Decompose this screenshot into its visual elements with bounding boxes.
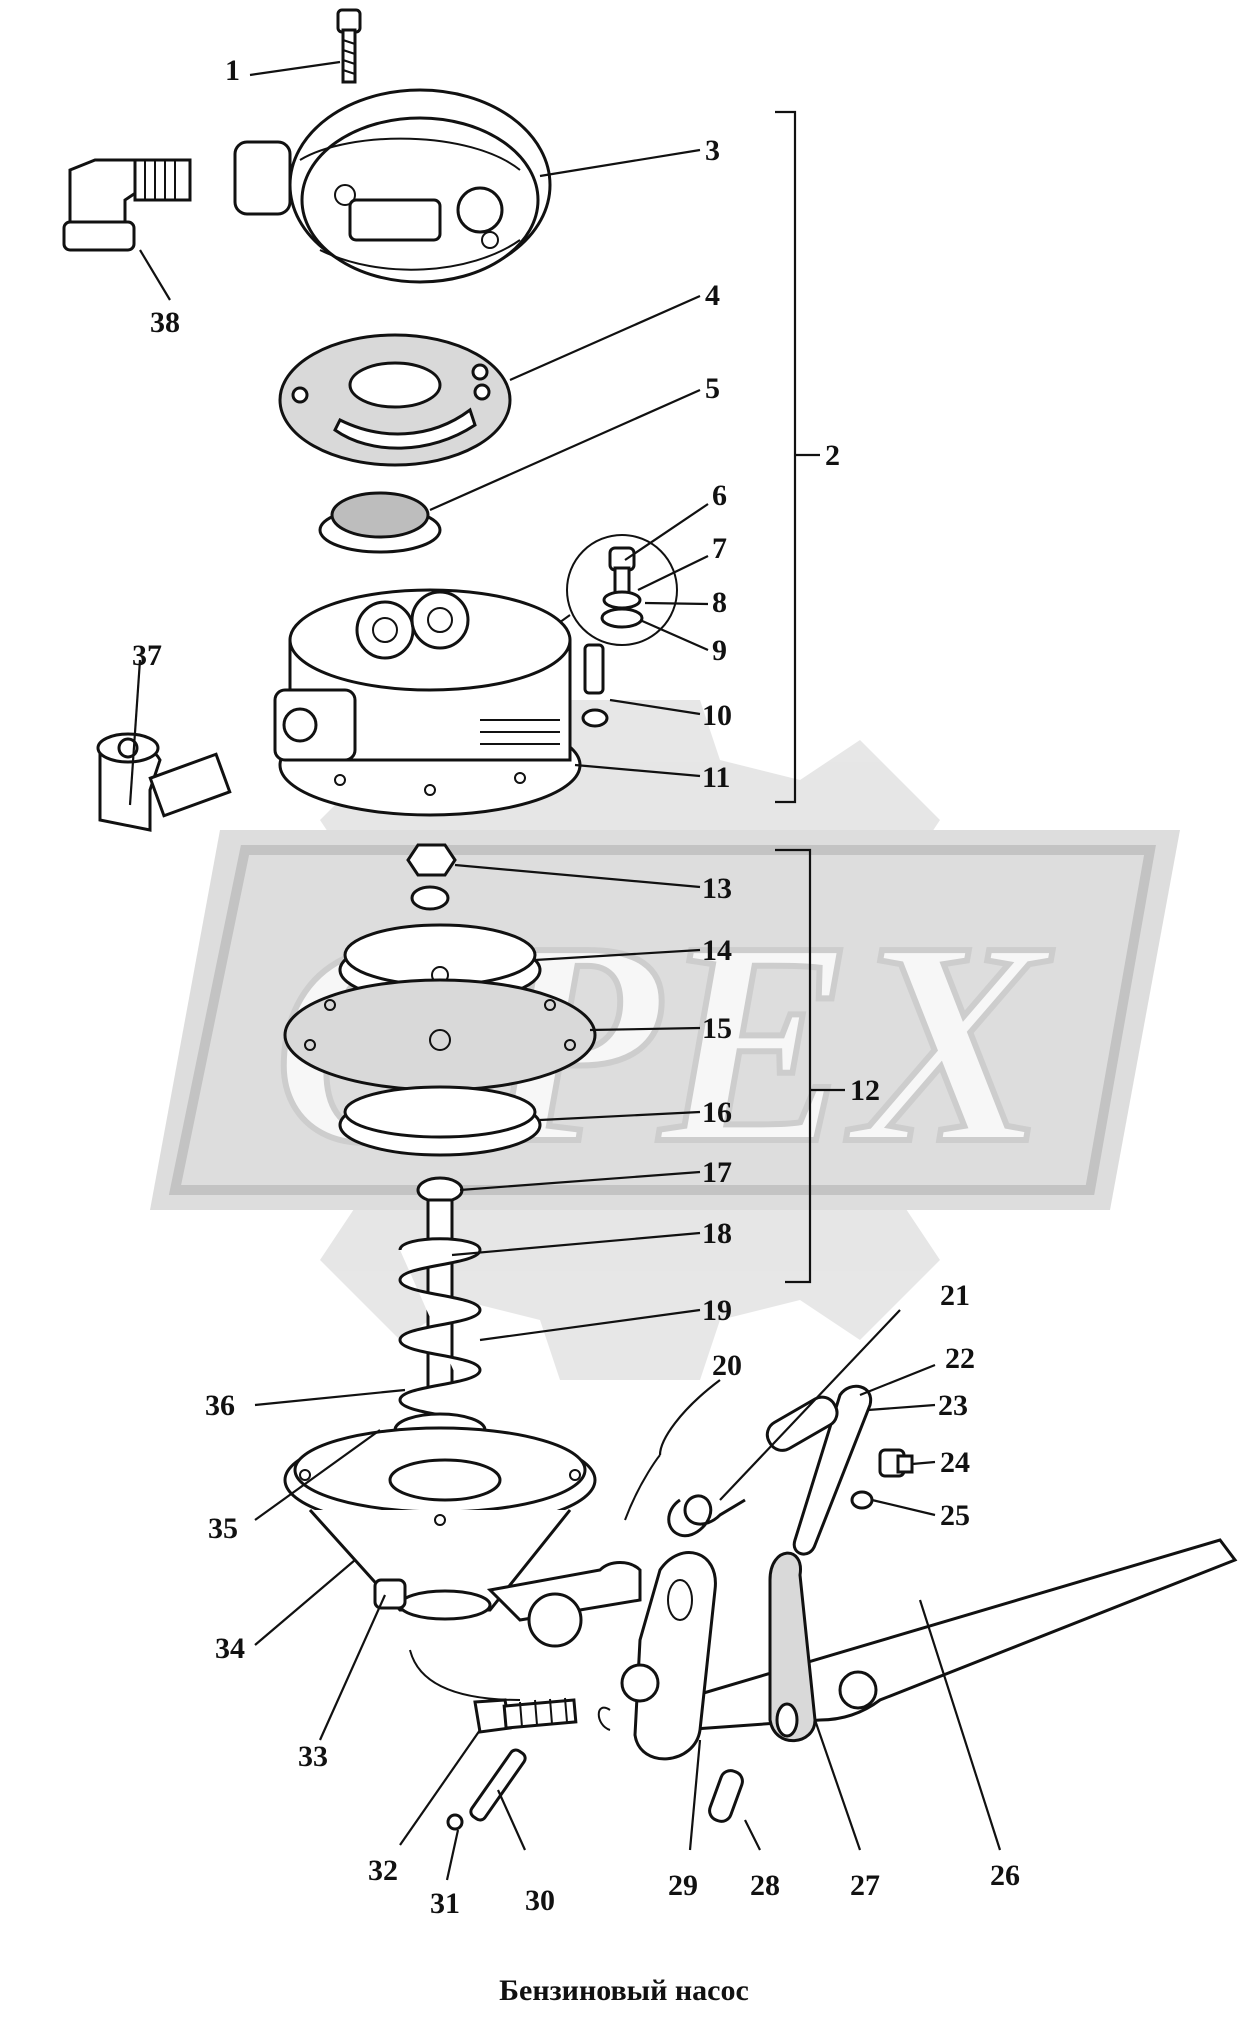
part-nut-13 bbox=[406, 843, 457, 911]
callout-34: 34 bbox=[215, 1632, 245, 1665]
callout-32: 32 bbox=[368, 1854, 398, 1887]
part-screw-10 bbox=[581, 643, 609, 728]
leader-lines bbox=[128, 60, 1002, 1881]
callout-2: 2 bbox=[825, 439, 840, 472]
part-screw bbox=[336, 8, 362, 84]
part-cup-16 bbox=[338, 1085, 542, 1157]
callout-3: 3 bbox=[705, 134, 720, 167]
callout-38: 38 bbox=[150, 306, 180, 339]
callout-13: 13 bbox=[702, 872, 732, 905]
callout-numbers: 1 2 3 4 5 6 7 8 9 10 11 12 13 14 15 16 1… bbox=[132, 54, 1020, 1920]
callout-27: 27 bbox=[850, 1869, 880, 1902]
part-lever-spring-21 bbox=[624, 1454, 746, 1538]
callout-8: 8 bbox=[712, 586, 727, 619]
callout-36: 36 bbox=[205, 1389, 235, 1422]
callout-24: 24 bbox=[940, 1446, 970, 1479]
bracket-12 bbox=[775, 848, 845, 1284]
callout-37: 37 bbox=[132, 639, 162, 672]
part-body-11 bbox=[273, 588, 582, 817]
part-ball-31 bbox=[446, 1813, 464, 1831]
callout-33: 33 bbox=[298, 1740, 328, 1773]
part-lever-29 bbox=[597, 1551, 717, 1761]
callout-28: 28 bbox=[750, 1869, 780, 1902]
part-screw-24 bbox=[850, 1448, 914, 1510]
callout-7: 7 bbox=[712, 532, 727, 565]
callout-18: 18 bbox=[702, 1217, 732, 1250]
callout-16: 16 bbox=[702, 1096, 732, 1129]
part-washer-17 bbox=[416, 1176, 464, 1204]
callout-10: 10 bbox=[702, 699, 732, 732]
callout-29: 29 bbox=[668, 1869, 698, 1902]
part-bolt-32 bbox=[473, 1697, 578, 1734]
part-link-23 bbox=[765, 1384, 873, 1556]
callout-19: 19 bbox=[702, 1294, 732, 1327]
part-elbow-fitting-37 bbox=[96, 732, 232, 832]
callout-15: 15 bbox=[702, 1012, 732, 1045]
part-diaphragm-15 bbox=[283, 978, 597, 1092]
part-cover bbox=[233, 88, 552, 284]
callout-26: 26 bbox=[990, 1859, 1020, 1892]
callout-23: 23 bbox=[938, 1389, 968, 1422]
callout-21: 21 bbox=[940, 1279, 970, 1312]
callout-35: 35 bbox=[208, 1512, 238, 1545]
callout-22: 22 bbox=[945, 1342, 975, 1375]
callout-1: 1 bbox=[225, 54, 240, 87]
part-lower-housing bbox=[283, 1426, 642, 1701]
callout-14: 14 bbox=[702, 934, 732, 967]
bracket-2 bbox=[775, 110, 820, 804]
callout-6: 6 bbox=[712, 479, 727, 512]
callout-4: 4 bbox=[705, 279, 720, 312]
callout-11: 11 bbox=[702, 761, 730, 794]
part-lever-26 bbox=[678, 1538, 1238, 1732]
callout-9: 9 bbox=[712, 634, 727, 667]
part-filter-5 bbox=[318, 491, 442, 554]
part-pin-28 bbox=[708, 1769, 744, 1823]
part-plate-27 bbox=[768, 1551, 817, 1743]
part-gasket-4 bbox=[278, 333, 512, 467]
callout-5: 5 bbox=[705, 372, 720, 405]
callout-31: 31 bbox=[430, 1887, 460, 1920]
callout-17: 17 bbox=[702, 1156, 732, 1189]
callout-20: 20 bbox=[712, 1349, 742, 1382]
part-pin-30 bbox=[469, 1748, 527, 1822]
callout-25: 25 bbox=[940, 1499, 970, 1532]
callout-30: 30 bbox=[525, 1884, 555, 1917]
callout-12: 12 bbox=[850, 1074, 880, 1107]
diagram-caption: Бензиновый насос bbox=[499, 1974, 749, 2007]
part-elbow-fitting-38 bbox=[62, 158, 192, 252]
